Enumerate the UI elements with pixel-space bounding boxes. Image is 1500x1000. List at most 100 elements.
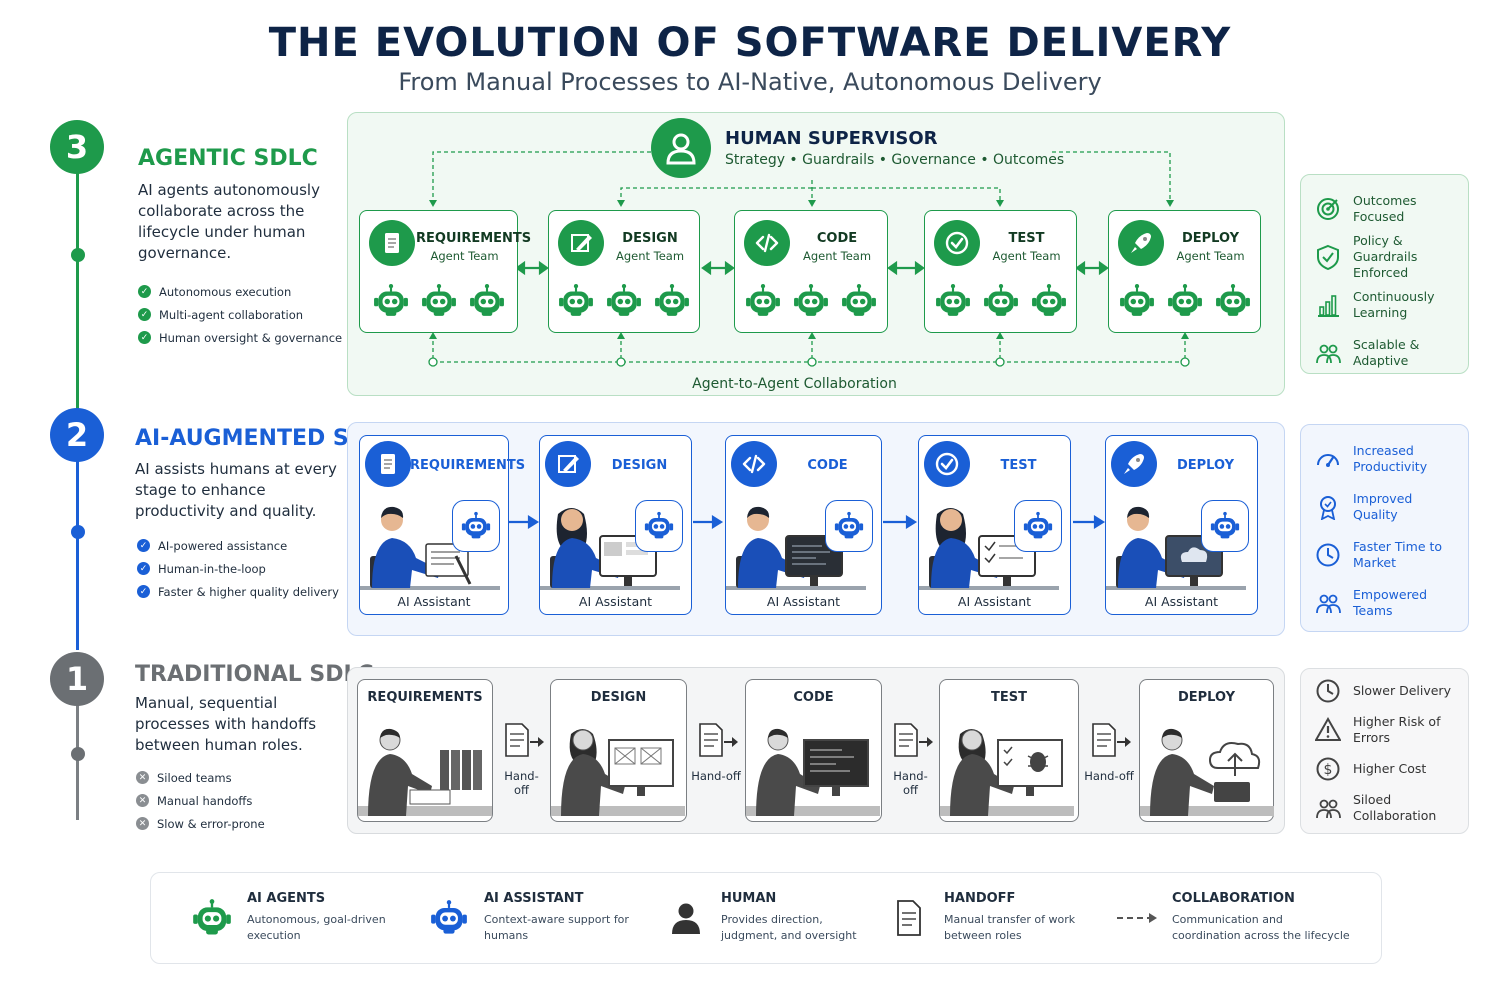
benefit-label: Policy & Guardrails Enforced: [1353, 233, 1418, 280]
stage-label: REQUIREMENTS: [410, 458, 526, 473]
design-pen-icon: [558, 220, 604, 266]
stage-sublabel: Agent Team: [430, 249, 499, 263]
handoff-label: Hand-off: [504, 769, 539, 797]
stage-label: DEPLOY: [1176, 458, 1235, 473]
handoff-label: Hand-off: [691, 769, 741, 783]
traditional-bullets: ✕Siloed teams ✕Manual handoffs ✕Slow & e…: [136, 766, 265, 835]
human-at-desk: [746, 720, 880, 825]
traditional-stage-card: DESIGN: [550, 679, 687, 822]
document-icon: [365, 441, 411, 487]
human-at-desk: [940, 720, 1074, 825]
people-icon: [1315, 590, 1341, 616]
agentic-title: AGENTIC SDLC: [138, 146, 318, 171]
benefit-label: Higher Cost: [1353, 760, 1427, 776]
agentic-bullets: ✓Autonomous execution ✓Multi-agent colla…: [138, 280, 342, 349]
legend-title: HUMAN: [721, 891, 777, 906]
robot-icon: [841, 283, 877, 324]
augmented-stage-card: REQUIREMENTS AI Assistant: [359, 435, 526, 615]
clock-icon: [1315, 542, 1341, 568]
agentic-stage-card: TEST Agent Team: [924, 210, 1077, 333]
benefit-label: Improved Quality: [1353, 491, 1413, 522]
benefit-item: Slower Delivery: [1315, 671, 1454, 710]
bullet-item: ✓Human-in-the-loop: [137, 557, 339, 580]
stage-sublabel: Agent Team: [992, 249, 1061, 263]
warning-icon: [1314, 716, 1342, 743]
stage-label: TEST: [1008, 231, 1045, 246]
human-at-desk: [551, 720, 685, 825]
stage-label: DEPLOY: [1181, 231, 1240, 246]
robot-icon: [373, 283, 409, 324]
legend-title: AI ASSISTANT: [484, 891, 584, 906]
benefit-label: Siloed Collaboration: [1353, 791, 1437, 823]
bar-chart-icon: [1315, 292, 1341, 318]
robot-icon: [189, 895, 235, 941]
code-icon: [731, 441, 777, 487]
human-with-computer: [919, 496, 1059, 601]
benefit-label: Higher Risk of Errors: [1353, 713, 1441, 745]
traditional-description: Manual, sequential processes with handof…: [135, 694, 317, 754]
traditional-title: TRADITIONAL SDLC: [135, 662, 374, 687]
stage-label: TEST: [1000, 458, 1037, 473]
robot-icon: [469, 283, 505, 324]
timeline-dot: [71, 248, 85, 262]
benefit-item: Higher Risk of Errors: [1314, 710, 1454, 749]
page-subtitle: From Manual Processes to AI-Native, Auto…: [398, 68, 1102, 96]
check-icon: ✓: [137, 539, 150, 552]
human-at-desk: [1140, 720, 1274, 825]
benefit-item: Siloed Collaboration: [1315, 788, 1454, 827]
augmented-stage-card: DESIGN AI Assistant: [539, 435, 692, 615]
robot-icon: [1215, 283, 1251, 324]
robot-outline-icon: [1014, 500, 1062, 552]
benefit-label: Outcomes Focused: [1353, 193, 1417, 224]
agentic-connectors: [428, 151, 1190, 367]
benefit-item: Continuously Learning: [1315, 281, 1454, 329]
benefit-label: Slower Delivery: [1353, 682, 1451, 698]
bullet-item: ✓Human oversight & governance: [138, 326, 342, 349]
robot-outline-icon: [426, 895, 472, 941]
augmented-arrows: [509, 515, 1106, 529]
traditional-stage-card: CODE: [745, 679, 882, 822]
check-icon: ✓: [137, 562, 150, 575]
stage-label: TEST: [991, 690, 1027, 705]
timeline-green-line: [76, 160, 79, 415]
legend-description: Manual transfer of work between roles: [944, 913, 1076, 942]
document-icon: [497, 720, 546, 765]
stage-label: DESIGN: [622, 231, 678, 246]
stage-label: DESIGN: [611, 458, 668, 473]
augmented-bullets: ✓AI-powered assistance ✓Human-in-the-loo…: [137, 534, 339, 603]
legend-description: Autonomous, goal-driven execution: [247, 913, 386, 942]
legend-title: HANDOFF: [944, 891, 1016, 906]
benefit-label: Scalable & Adaptive: [1353, 337, 1420, 368]
x-icon: ✕: [136, 794, 149, 807]
robot-icon: [935, 283, 971, 324]
timeline-step-2: 2: [50, 408, 104, 462]
robot-icon: [1167, 283, 1203, 324]
clock-icon: [1315, 678, 1341, 704]
x-icon: ✕: [136, 817, 149, 830]
augmented-stage-card: TEST AI Assistant: [918, 435, 1071, 615]
supervisor-subtitle: Strategy • Guardrails • Governance • Out…: [725, 152, 1065, 168]
robot-icon: [606, 283, 642, 324]
people-icon: [1315, 795, 1341, 821]
stage-sublabel: AI Assistant: [578, 594, 653, 609]
stage-label: REQUIREMENTS: [367, 690, 483, 705]
benefit-item: Policy & Guardrails Enforced: [1315, 233, 1454, 281]
award-icon: [1315, 494, 1341, 521]
stage-label: CODE: [816, 231, 858, 246]
x-icon: ✕: [136, 771, 149, 784]
bullet-item: ✓AI-powered assistance: [137, 534, 339, 557]
target-icon: [1315, 196, 1341, 222]
handoff: Hand-off: [691, 720, 741, 783]
dashed-arrow-icon: [1114, 895, 1160, 941]
benefit-item: Faster Time to Market: [1315, 531, 1454, 579]
benefit-item: Increased Productivity: [1315, 435, 1454, 483]
stage-sublabel: AI Assistant: [397, 594, 471, 609]
dollar-icon: $: [1315, 756, 1341, 782]
bullet-item: ✕Slow & error-prone: [136, 812, 265, 835]
document-icon: [886, 895, 932, 941]
document-icon: [691, 720, 741, 765]
robot-icon: [1119, 283, 1155, 324]
gauge-icon: [1315, 446, 1341, 472]
